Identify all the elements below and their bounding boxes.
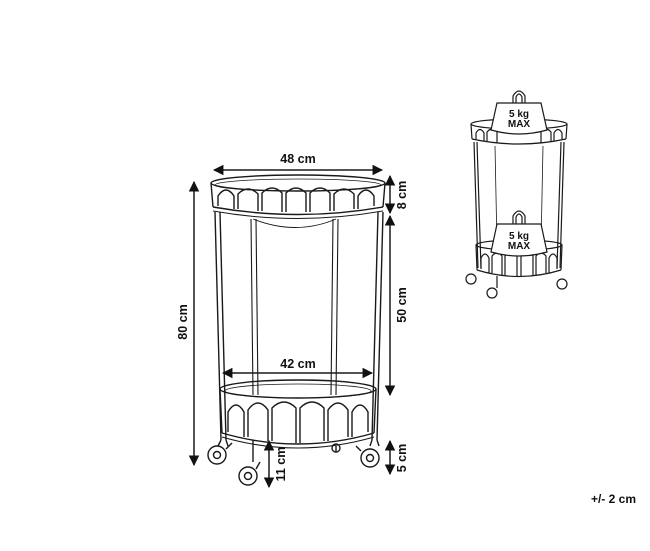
tolerance-note: +/- 2 cm [591, 492, 636, 506]
bottom-load-value: 5 kg [509, 231, 529, 242]
label-bottom-width: 42 cm [280, 357, 315, 371]
top-weight-icon [490, 90, 548, 135]
top-load-value: 5 kg [509, 109, 529, 120]
label-bottom-clearance: 11 cm [274, 447, 288, 482]
bottom-load-max: MAX [508, 241, 531, 252]
top-tray [210, 174, 386, 219]
top-load-max: MAX [508, 119, 531, 130]
dimension-arrows [188, 164, 396, 489]
bottom-weight-icon [490, 210, 548, 257]
main-cart-drawing [207, 174, 386, 486]
label-total-height: 80 cm [176, 304, 190, 339]
label-wheel-height: 5 cm [395, 444, 409, 473]
label-top-width: 48 cm [280, 152, 315, 166]
label-shelf-gap: 50 cm [395, 287, 409, 322]
label-top-rim-height: 8 cm [395, 181, 409, 210]
load-cart-drawing [465, 90, 568, 299]
cart-wheels [207, 439, 380, 486]
bottom-tray [219, 379, 377, 449]
